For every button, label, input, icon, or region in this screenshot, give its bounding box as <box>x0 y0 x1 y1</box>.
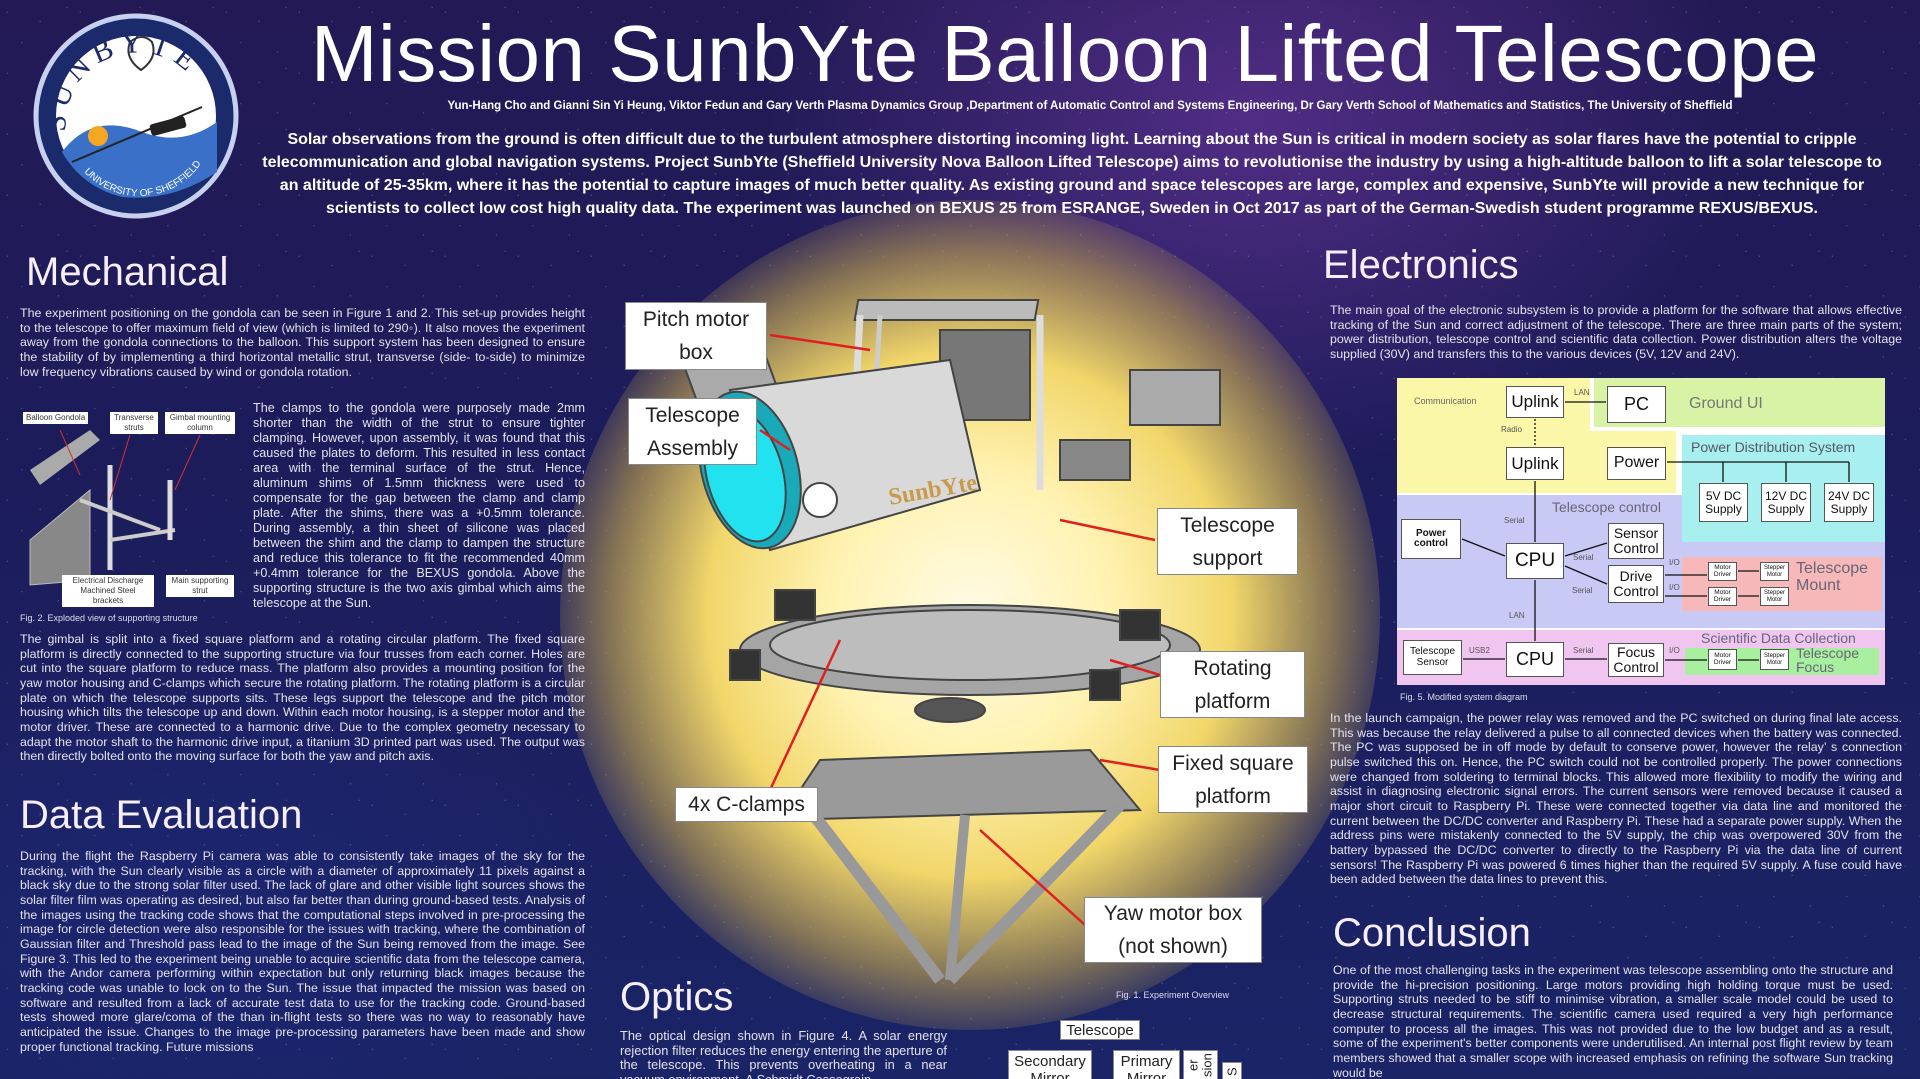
box-stepper-motor-1: Stepper Motor <box>1760 562 1789 581</box>
link-io-3: I/O <box>1669 646 1680 655</box>
mechanical-paragraph-1: The experiment positioning on the gondol… <box>20 306 585 379</box>
box-motor-driver-focus: Motor Driver <box>1708 649 1737 670</box>
label-ground-ui: Ground UI <box>1689 395 1763 412</box>
fig1-label-c-clamps: 4x C-clamps <box>675 787 818 822</box>
label-telescope-focus: Telescope Focus <box>1796 645 1860 675</box>
support-structure-drawing <box>29 429 201 586</box>
box-5v-supply: 5V DC Supply <box>1699 483 1748 522</box>
box-motor-driver-2: Motor Driver <box>1708 587 1737 606</box>
box-sensor-control: Sensor Control <box>1608 523 1664 559</box>
poster-title: Mission SunbYte Balloon Lifted Telescope <box>310 9 1820 98</box>
label-telescope-control: Telescope control <box>1552 499 1661 515</box>
fig4-label-rotated-1: er sion <box>1183 1050 1218 1079</box>
conclusion-heading: Conclusion <box>1333 911 1531 955</box>
fig1-label-telescope-assembly: Telescope Assembly <box>628 398 757 465</box>
fig4-label-telescope: Telescope <box>1060 1020 1140 1040</box>
link-lan-top: LAN <box>1574 388 1590 397</box>
box-pc: PC <box>1607 386 1666 423</box>
fig1-label-pitch-motor-box: Pitch motor box <box>625 302 767 370</box>
fig2-label-transverse-struts: Transverse struts <box>110 412 158 434</box>
fig4-label-primary-mirror: Primary Mirror <box>1113 1050 1180 1079</box>
electronics-heading: Electronics <box>1323 243 1519 287</box>
conclusion-paragraph: One of the most challenging tasks in the… <box>1333 963 1893 1079</box>
label-telescope-mount: Telescope Mount <box>1796 560 1869 594</box>
fig4-label-secondary-mirror: Secondary Mirror <box>1008 1050 1092 1079</box>
box-power-control: Power control <box>1401 519 1461 559</box>
link-serial-2: Serial <box>1573 553 1594 562</box>
box-cpu-science: CPU <box>1506 642 1564 677</box>
fig2-label-gimbal-column: Gimbal mounting column <box>165 412 235 434</box>
box-motor-driver-1: Motor Driver <box>1708 562 1737 581</box>
fig1-label-yaw-motor-box: Yaw motor box (not shown) <box>1084 897 1262 963</box>
link-usb2: USB2 <box>1469 646 1490 655</box>
box-stepper-motor-2: Stepper Motor <box>1760 587 1789 606</box>
label-communication: Communication <box>1414 396 1477 406</box>
link-radio: Radio <box>1501 425 1522 434</box>
box-uplink-gondola: Uplink <box>1506 447 1564 480</box>
mechanical-paragraph-3: The gimbal is split into a fixed square … <box>20 632 585 764</box>
fig1-label-telescope-support: Telescope support <box>1157 508 1298 575</box>
link-lan-bottom: LAN <box>1509 611 1525 620</box>
box-drive-control: Drive Control <box>1608 565 1664 603</box>
data-evaluation-paragraph: During the flight the Raspberry Pi camer… <box>20 849 585 1054</box>
box-cpu-control: CPU <box>1506 543 1564 579</box>
link-serial-3: Serial <box>1572 586 1593 595</box>
box-12v-supply: 12V DC Supply <box>1761 483 1811 522</box>
optics-heading: Optics <box>620 975 734 1019</box>
fig2-label-steel-brackets: Electrical Discharge Machined Steel brac… <box>62 575 154 607</box>
fig1-caption: Fig. 1. Experiment Overview <box>1116 990 1230 1000</box>
electronics-paragraph-1: The main goal of the electronic subsyste… <box>1330 303 1902 361</box>
fig4-label-rotated-2: S <box>1222 1062 1242 1079</box>
fig1-label-rotating-platform: Rotating platform <box>1160 651 1305 718</box>
link-serial-1: Serial <box>1504 516 1525 525</box>
link-io-2: I/O <box>1669 583 1680 592</box>
fig5-caption: Fig. 5. Modified system diagram <box>1400 692 1528 702</box>
authors: Yun-Hang Cho and Gianni Sin Yi Heung, Vi… <box>447 100 1733 112</box>
fig1-label-fixed-square-platform: Fixed square platform <box>1158 746 1308 813</box>
box-stepper-motor-focus: Stepper Motor <box>1760 649 1789 670</box>
label-scientific-data: Scientific Data Collection <box>1701 630 1856 646</box>
link-io-1: I/O <box>1669 558 1680 567</box>
box-24v-supply: 24V DC Supply <box>1824 483 1874 522</box>
fig2-label-main-strut: Main supporting strut <box>166 575 234 597</box>
optics-paragraph: The optical design shown in Figure 4. A … <box>620 1029 947 1079</box>
fig2-exploded-view: Balloon Gondola Transverse struts Gimbal… <box>20 410 240 607</box>
fig5-system-diagram: Communication Ground UI Power Distributi… <box>1397 378 1885 685</box>
box-telescope-sensor: Telescope Sensor <box>1403 640 1462 675</box>
fig2-caption: Fig. 2. Exploded view of supporting stru… <box>20 613 198 623</box>
box-power: Power <box>1607 447 1666 480</box>
electronics-paragraph-2: In the launch campaign, the power relay … <box>1330 711 1902 887</box>
box-focus-control: Focus Control <box>1608 643 1664 677</box>
fig1-experiment-overview: SunbYte <box>682 299 1221 985</box>
box-uplink-ground: Uplink <box>1506 386 1564 418</box>
abstract: Solar observations from the ground is of… <box>262 131 1882 217</box>
link-serial-4: Serial <box>1573 646 1594 655</box>
mechanical-paragraph-2: The clamps to the gondola were purposely… <box>253 401 585 610</box>
diagram-connectors <box>1461 401 1850 661</box>
sunbyte-logo: SUNBYTE UNIVERSITY OF SHEFFIELD <box>33 13 239 219</box>
label-power-distribution: Power Distribution System <box>1691 439 1856 455</box>
fig2-label-balloon-gondola: Balloon Gondola <box>23 412 89 424</box>
mechanical-heading: Mechanical <box>26 250 229 294</box>
data-evaluation-heading: Data Evaluation <box>20 793 303 837</box>
